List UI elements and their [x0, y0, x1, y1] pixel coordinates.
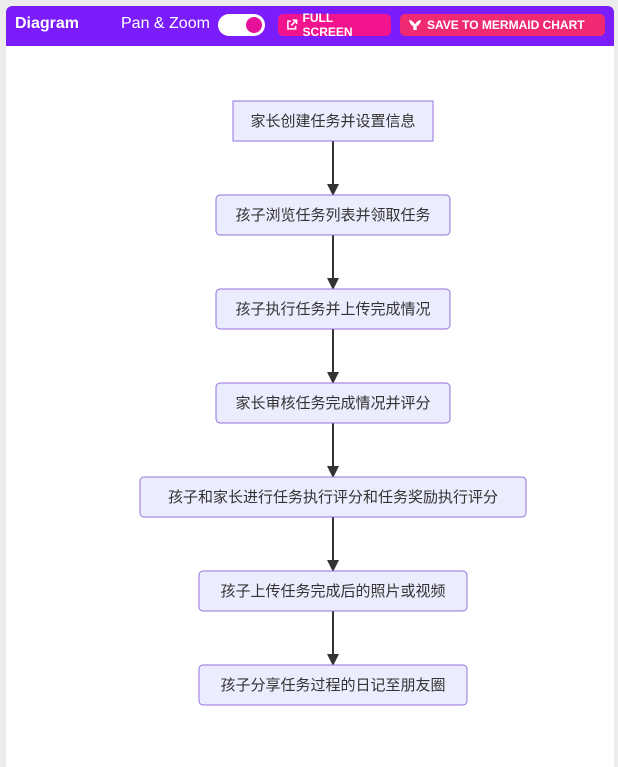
flow-node-box [198, 570, 468, 612]
flow-node: 孩子和家长进行任务执行评分和任务奖励执行评分 [139, 476, 527, 518]
flow-node-label: 孩子浏览任务列表并领取任务 [235, 206, 430, 224]
flow-node: 孩子上传任务完成后的照片或视频 [198, 570, 468, 612]
flow-node-box [215, 194, 451, 236]
flow-node-box [198, 664, 468, 706]
flow-node-box [232, 100, 434, 142]
diagram-title: Diagram [15, 15, 80, 32]
flow-node-label: 孩子和家长进行任务执行评分和任务奖励执行评分 [168, 488, 498, 506]
pan-zoom-toggle[interactable] [218, 14, 265, 36]
pan-zoom-label: Pan & Zoom [121, 15, 210, 32]
flow-node: 家长创建任务并设置信息 [232, 100, 434, 142]
save-to-mermaid-button[interactable]: SAVE TO MERMAID CHART [400, 14, 605, 36]
flow-node-box [215, 288, 451, 330]
full-screen-label: FULL SCREEN [302, 11, 353, 39]
flow-node-box [139, 476, 527, 518]
flow-node: 孩子执行任务并上传完成情况 [215, 288, 451, 330]
mermaid-logo-icon [409, 20, 421, 30]
flow-node-label: 孩子分享任务过程的日记至朋友圈 [220, 676, 445, 694]
save-label: SAVE TO MERMAID CHART [427, 18, 585, 32]
flowchart: 家长创建任务并设置信息孩子浏览任务列表并领取任务孩子执行任务并上传完成情况家长审… [139, 100, 527, 706]
flow-node: 孩子浏览任务列表并领取任务 [215, 194, 451, 236]
flow-node: 孩子分享任务过程的日记至朋友圈 [198, 664, 468, 706]
external-link-icon [287, 19, 298, 30]
diagram-window: Diagram Pan & Zoom FULL SCREEN SAVE TO M… [6, 6, 614, 767]
flow-node-label: 家长创建任务并设置信息 [250, 112, 415, 130]
flow-node-label: 孩子执行任务并上传完成情况 [235, 300, 430, 318]
flow-node-label: 孩子上传任务完成后的照片或视频 [220, 582, 445, 600]
flow-node-box [215, 382, 451, 424]
full-screen-button[interactable]: FULL SCREEN [278, 11, 391, 39]
toolbar: Diagram Pan & Zoom FULL SCREEN SAVE TO M… [6, 6, 614, 46]
flow-node-label: 家长审核任务完成情况并评分 [235, 394, 430, 412]
flow-node: 家长审核任务完成情况并评分 [215, 382, 451, 424]
toggle-knob [246, 17, 262, 33]
